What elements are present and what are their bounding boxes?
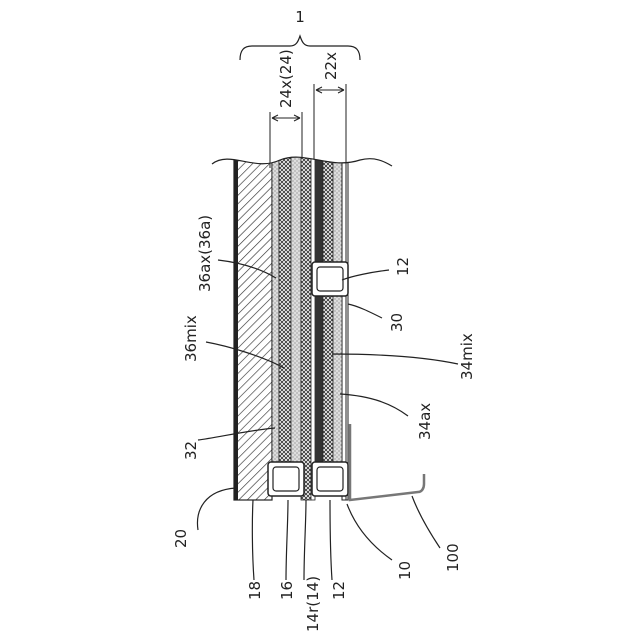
hollow-member-left-bottom bbox=[268, 462, 304, 496]
hollow-member-right-bottom bbox=[312, 462, 348, 496]
layer-36ax bbox=[272, 150, 279, 462]
label-22x: 22x bbox=[322, 52, 340, 80]
label-36mix: 36mix bbox=[182, 315, 200, 362]
label-18: 18 bbox=[246, 581, 264, 600]
bracket-100 bbox=[350, 424, 424, 500]
layer-16 bbox=[291, 150, 301, 462]
label-10: 10 bbox=[396, 561, 414, 580]
label-20: 20 bbox=[172, 529, 190, 548]
layer-36mix bbox=[279, 150, 291, 462]
label-34mix: 34mix bbox=[458, 333, 476, 380]
label-1: 1 bbox=[295, 8, 305, 26]
label-14r: 14r(14) bbox=[304, 576, 322, 632]
assembly-brace bbox=[240, 36, 360, 60]
layer-10 bbox=[342, 150, 348, 500]
layer-20-edge bbox=[234, 150, 238, 500]
label-12-right: 12 bbox=[394, 257, 412, 276]
layer-14r bbox=[301, 150, 311, 500]
layer-stack bbox=[234, 150, 348, 500]
layer-34mix bbox=[323, 296, 333, 462]
hollow-member-upper bbox=[312, 262, 348, 296]
layer-34-upper-mix bbox=[323, 150, 333, 262]
label-30: 30 bbox=[388, 313, 406, 332]
layer-34ax bbox=[333, 296, 342, 462]
label-34ax: 34ax bbox=[416, 403, 434, 440]
layer-34-upper-ax bbox=[333, 150, 342, 262]
label-36ax: 36ax(36a) bbox=[196, 215, 214, 292]
label-32: 32 bbox=[182, 441, 200, 460]
label-16: 16 bbox=[278, 581, 296, 600]
layer-34-upper-dark bbox=[315, 150, 323, 262]
layer-32 bbox=[234, 150, 272, 500]
label-24x: 24x(24) bbox=[277, 49, 295, 108]
layer-12-strip bbox=[311, 150, 315, 500]
label-100: 100 bbox=[444, 543, 462, 572]
layer-34-lower-dark bbox=[315, 296, 323, 462]
label-12-bottom: 12 bbox=[330, 581, 348, 600]
